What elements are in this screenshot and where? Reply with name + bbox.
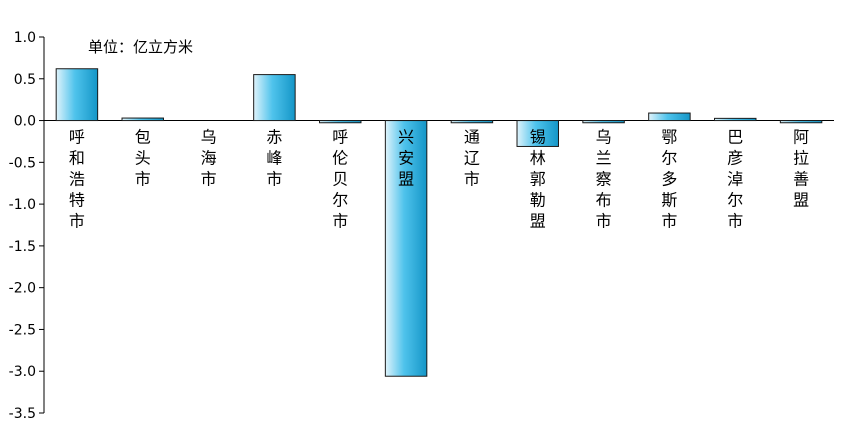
bar	[648, 112, 691, 122]
y-tick-label: -2.5	[9, 322, 36, 338]
x-category-label: 乌海市	[201, 128, 217, 189]
x-category-label: 呼和浩特市	[69, 128, 85, 231]
bar	[121, 117, 164, 122]
bar	[384, 120, 428, 377]
y-tick-label: -1.5	[9, 239, 36, 255]
y-tick-label: 1.0	[14, 30, 36, 46]
bar	[582, 120, 625, 124]
x-category-label: 呼伦贝尔市	[332, 128, 348, 231]
x-category-label: 包头市	[135, 128, 151, 189]
bar	[779, 120, 823, 124]
y-tick-label: 0.0	[14, 114, 36, 130]
bar	[55, 68, 99, 122]
x-category-label: 兴安盟	[398, 128, 414, 189]
y-tick-label: -0.5	[9, 155, 36, 171]
bar	[714, 117, 757, 122]
y-tick-label: -3.5	[9, 406, 36, 422]
bar	[319, 120, 362, 124]
x-category-label: 巴彦淖尔市	[727, 128, 743, 231]
y-tick-label: -2.0	[9, 281, 36, 297]
bar	[516, 120, 559, 147]
x-category-label: 通辽市	[464, 128, 480, 189]
unit-note: 单位：亿立方米	[88, 38, 193, 56]
x-category-label: 鄂尔多斯市	[661, 128, 677, 231]
x-category-label: 乌兰察布市	[596, 128, 612, 231]
x-category-label: 阿拉善盟	[793, 128, 809, 210]
y-tick-label: -3.0	[9, 364, 36, 380]
bar	[253, 74, 296, 122]
bar	[450, 120, 494, 124]
y-tick-label: -1.0	[9, 197, 36, 213]
y-tick-label: 0.5	[14, 72, 36, 88]
x-category-label: 赤峰市	[266, 128, 282, 189]
x-category-label: 锡林郭勒盟	[530, 128, 546, 231]
